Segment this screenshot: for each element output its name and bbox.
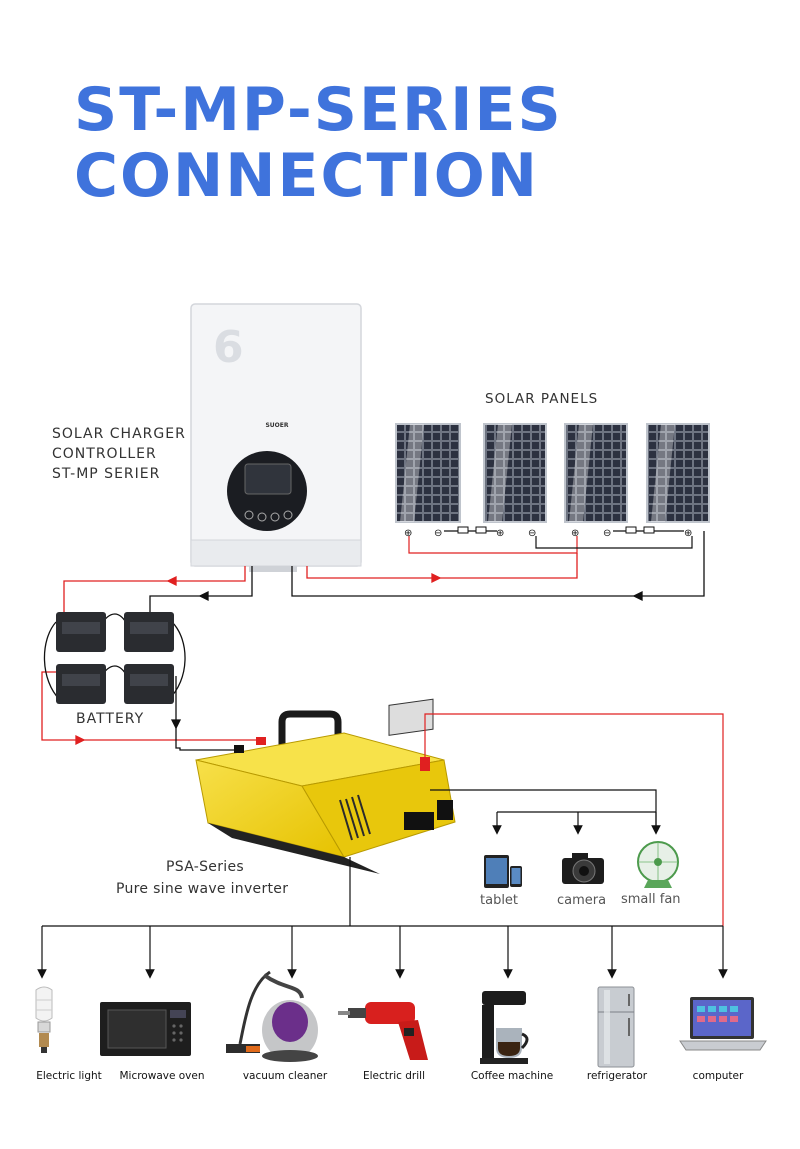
output-wiring <box>37 713 728 979</box>
solar-charger-controller: 6 SUOER <box>190 303 362 572</box>
solar-panels-label: SOLAR PANELS <box>485 391 599 407</box>
panel-terminals: ⊕ ⊖ ⊕ ⊖ ⊕ ⊖ ⊕ <box>404 528 692 539</box>
appliance-label-light: Electric light <box>36 1070 102 1082</box>
fan-icon <box>637 841 679 888</box>
drill-icon <box>338 1002 428 1060</box>
inverter-label: PSA-Series Pure sine wave inverter <box>116 856 288 900</box>
controller-label-line: CONTROLLER <box>52 446 157 462</box>
controller-label-line: ST-MP SERIER <box>52 466 161 482</box>
device-label-fan: small fan <box>621 892 681 907</box>
solar-panel <box>646 423 710 523</box>
pure-sine-wave-inverter <box>195 698 456 874</box>
controller-digit: 6 <box>213 322 244 373</box>
device-label-tablet: tablet <box>480 893 519 908</box>
appliance-label-drill: Electric drill <box>363 1070 425 1082</box>
svg-text:⊖: ⊖ <box>603 528 611 539</box>
device-label-camera: camera <box>557 893 607 908</box>
solar-panel <box>564 423 628 523</box>
battery-unit <box>56 664 106 704</box>
solar-panel <box>395 423 461 523</box>
battery-unit <box>124 664 174 704</box>
light-bulb-icon <box>35 986 53 1053</box>
controller-label-line: SOLAR CHARGER <box>52 426 186 442</box>
battery-unit <box>124 612 174 652</box>
appliance-label-computer: computer <box>692 1070 744 1082</box>
controller-brand: SUOER <box>265 422 288 429</box>
camera-icon <box>562 853 604 884</box>
appliance-label-microwave: Microwave oven <box>119 1070 205 1082</box>
laptop-icon <box>679 997 767 1051</box>
battery-unit <box>56 612 106 652</box>
solar-panel <box>483 423 547 523</box>
inverter-label-series: PSA-Series <box>166 859 244 875</box>
svg-text:⊕: ⊕ <box>404 528 412 539</box>
appliance-label-coffee: Coffee machine <box>470 1070 554 1082</box>
svg-text:⊖: ⊖ <box>528 528 536 539</box>
battery-label: BATTERY <box>76 711 145 727</box>
svg-text:⊕: ⊕ <box>496 528 504 539</box>
refrigerator-icon <box>597 986 635 1068</box>
solar-panels: ⊕ ⊖ ⊕ ⊖ ⊕ ⊖ ⊕ <box>395 423 710 554</box>
svg-text:⊖: ⊖ <box>434 528 442 539</box>
appliance-label-vacuum: vacuum cleaner <box>242 1070 328 1082</box>
page-title-line-2: CONNECTION <box>74 141 539 211</box>
page-title-line-1: ST-MP-SERIES <box>74 75 563 145</box>
svg-text:⊕: ⊕ <box>684 528 692 539</box>
vacuum-icon <box>226 970 318 1062</box>
microwave-icon <box>100 1002 191 1056</box>
coffee-machine-icon <box>480 991 529 1064</box>
svg-text:⊕: ⊕ <box>571 528 579 539</box>
controller-label: SOLAR CHARGER CONTROLLER ST-MP SERIER <box>52 424 186 484</box>
battery-bank <box>43 612 186 704</box>
controller-buttons <box>244 510 293 522</box>
tablet-phone-icon <box>484 855 522 888</box>
wiring <box>41 531 705 751</box>
appliance-label-refrigerator: refrigerator <box>586 1070 648 1082</box>
inverter-label-type: Pure sine wave inverter <box>116 881 289 897</box>
